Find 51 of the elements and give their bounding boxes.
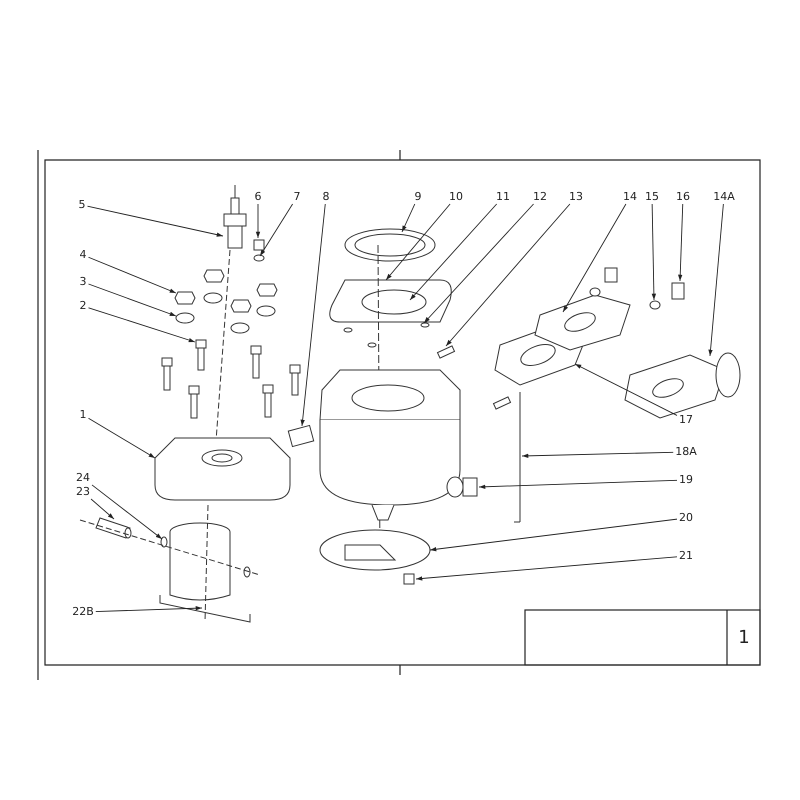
- callout-number: 14A: [713, 191, 735, 203]
- leader-line: [402, 204, 416, 232]
- callout-number: 1: [80, 409, 86, 421]
- callout-number: 20: [679, 512, 693, 524]
- callout-number: 17: [679, 414, 693, 426]
- callout-number: 10: [449, 191, 463, 203]
- callout-number: 19: [679, 474, 693, 486]
- callout-number: 7: [294, 191, 300, 203]
- leader-line: [410, 204, 498, 300]
- leader-line: [522, 452, 674, 458]
- leader-line: [88, 307, 196, 342]
- leader-line: [562, 204, 626, 312]
- callout-number: 24: [76, 472, 90, 484]
- leader-line: [416, 556, 678, 581]
- callout-number: 11: [496, 191, 510, 203]
- callout-number: 5: [78, 199, 86, 211]
- callout-number: 4: [80, 249, 86, 261]
- leader-line: [446, 204, 570, 346]
- leader-line: [92, 484, 162, 540]
- callout-number: 8: [322, 191, 330, 203]
- leader-line: [87, 206, 224, 237]
- callout-number: 12: [533, 191, 547, 203]
- callout-number: 13: [569, 191, 583, 203]
- callout-number: 22B: [72, 606, 94, 618]
- leader-line: [260, 204, 294, 256]
- callout-number: 18A: [675, 446, 697, 458]
- leader-line: [708, 204, 724, 356]
- callout-number: 16: [676, 191, 690, 203]
- leader-line: [678, 204, 684, 282]
- leader-line: [574, 364, 678, 416]
- leader-line: [430, 518, 678, 552]
- leader-line: [386, 204, 451, 280]
- callout-number: 9: [414, 191, 422, 203]
- leader-line: [652, 204, 656, 300]
- leader-line: [88, 284, 176, 316]
- callout-number: 3: [80, 276, 86, 288]
- leader-line: [424, 204, 534, 324]
- leader-line: [478, 480, 678, 489]
- leader-line: [88, 256, 176, 294]
- leader-line: [300, 204, 326, 426]
- leader-line: [95, 606, 202, 612]
- leader-line: [88, 418, 156, 458]
- callout-number: 15: [645, 191, 659, 203]
- leader-line: [90, 498, 114, 520]
- callout-number: 21: [679, 550, 693, 562]
- callout-number: 14: [623, 191, 637, 203]
- page-number: 1: [738, 628, 750, 648]
- leader-line: [256, 204, 260, 238]
- callout-number: 2: [80, 300, 86, 312]
- callout-number: 23: [76, 486, 90, 498]
- callout-number: 6: [254, 191, 262, 203]
